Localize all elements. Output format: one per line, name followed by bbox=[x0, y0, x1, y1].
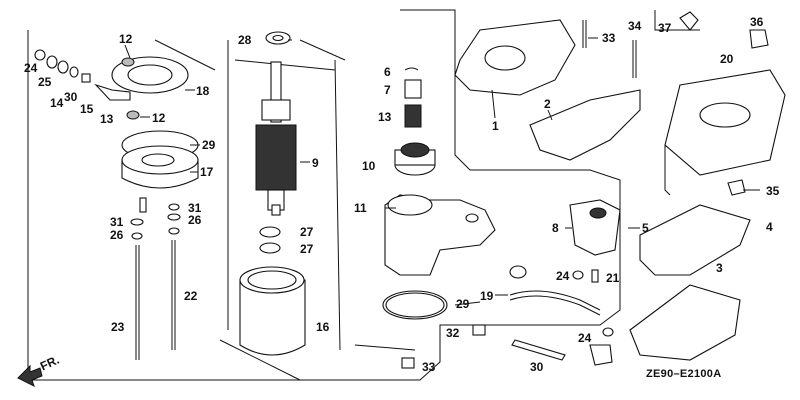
callout-27a: 27 bbox=[300, 225, 314, 239]
part-yoke bbox=[239, 266, 306, 356]
part-plate-4 bbox=[639, 204, 751, 276]
callout-3: 3 bbox=[716, 261, 723, 275]
part-nuts bbox=[572, 269, 614, 337]
callout-24c: 24 bbox=[578, 331, 592, 345]
part-spring-set bbox=[404, 67, 422, 128]
callout-26b: 26 bbox=[188, 213, 202, 227]
callout-17: 16 bbox=[316, 320, 330, 334]
frame-lines bbox=[27, 9, 700, 381]
part-washers-27 bbox=[259, 226, 281, 254]
callout-2: 2 bbox=[544, 97, 551, 111]
callout-6: 6 bbox=[384, 65, 391, 79]
part-washer-28 bbox=[265, 31, 291, 45]
callout-9: 9 bbox=[312, 156, 319, 170]
callout-20: 19 bbox=[480, 289, 494, 303]
leader-lines bbox=[124, 37, 760, 306]
part-plate-3 bbox=[629, 284, 741, 361]
part-collars-33 bbox=[401, 324, 486, 369]
callout-34b: 34 bbox=[628, 19, 642, 33]
diagram-code: ZE90–E2100A bbox=[646, 368, 722, 380]
callout-12b: 12 bbox=[152, 111, 166, 125]
part-rear-cover bbox=[121, 130, 199, 189]
part-cable-20 bbox=[509, 265, 613, 366]
part-pinion-gear bbox=[394, 142, 436, 176]
callout-22: 21 bbox=[606, 271, 620, 285]
callout-32: 30 bbox=[530, 360, 544, 374]
part-plate-21 bbox=[664, 69, 786, 196]
part-armature bbox=[255, 61, 297, 216]
part-bracket-1 bbox=[454, 19, 576, 96]
part-through-bolts bbox=[130, 197, 181, 360]
callout-14: 13 bbox=[100, 112, 114, 126]
callout-30: 30 bbox=[64, 90, 78, 104]
callout-28: 28 bbox=[238, 33, 252, 47]
callout-24b: 24 bbox=[556, 269, 570, 283]
callout-33a: 32 bbox=[446, 326, 460, 340]
callout-12a: 12 bbox=[119, 32, 133, 46]
callout-4: 4 bbox=[766, 220, 773, 234]
callout-26a: 26 bbox=[110, 228, 124, 242]
part-bolts-34 bbox=[582, 20, 637, 78]
callout-37: 37 bbox=[658, 21, 672, 35]
callout-21: 20 bbox=[720, 52, 734, 66]
callout-31b: 31 bbox=[188, 201, 202, 215]
callout-11: 11 bbox=[354, 201, 367, 215]
callout-34a: 33 bbox=[602, 31, 616, 45]
callout-33b: 33 bbox=[422, 360, 436, 374]
callout-1: 1 bbox=[492, 119, 499, 133]
part-strap-32 bbox=[511, 339, 566, 361]
part-oring-29 bbox=[382, 290, 448, 320]
callout-19: 18 bbox=[196, 84, 210, 98]
part-clip-35 bbox=[727, 179, 746, 196]
callout-36: 36 bbox=[750, 15, 764, 29]
callout-18: 17 bbox=[200, 165, 214, 179]
callout-35: 35 bbox=[766, 184, 780, 198]
callout-13: 13 bbox=[378, 110, 392, 124]
part-plate-2 bbox=[529, 89, 641, 161]
callout-8: 8 bbox=[552, 221, 559, 235]
callout-10: 10 bbox=[362, 159, 376, 173]
part-cluster-terminal bbox=[34, 49, 131, 101]
callout-7: 7 bbox=[384, 83, 391, 97]
callout-23a: 22 bbox=[184, 289, 198, 303]
callout-24a: 24 bbox=[24, 61, 38, 75]
part-clips bbox=[679, 11, 769, 49]
callout-16: 15 bbox=[80, 102, 94, 116]
callout-25: 25 bbox=[38, 75, 52, 89]
callout-29a: 29 bbox=[202, 138, 216, 152]
callout-23b: 23 bbox=[111, 320, 125, 334]
part-solenoid bbox=[569, 199, 621, 256]
part-brush-holder bbox=[111, 56, 189, 120]
part-front-bracket bbox=[384, 194, 496, 276]
callout-5: 5 bbox=[642, 221, 649, 235]
direction-arrow-icon bbox=[17, 364, 43, 387]
callout-15: 14 bbox=[50, 96, 64, 110]
callout-31a: 31 bbox=[110, 215, 124, 229]
callout-27b: 27 bbox=[300, 242, 314, 256]
callout-29b: 29 bbox=[456, 297, 470, 311]
